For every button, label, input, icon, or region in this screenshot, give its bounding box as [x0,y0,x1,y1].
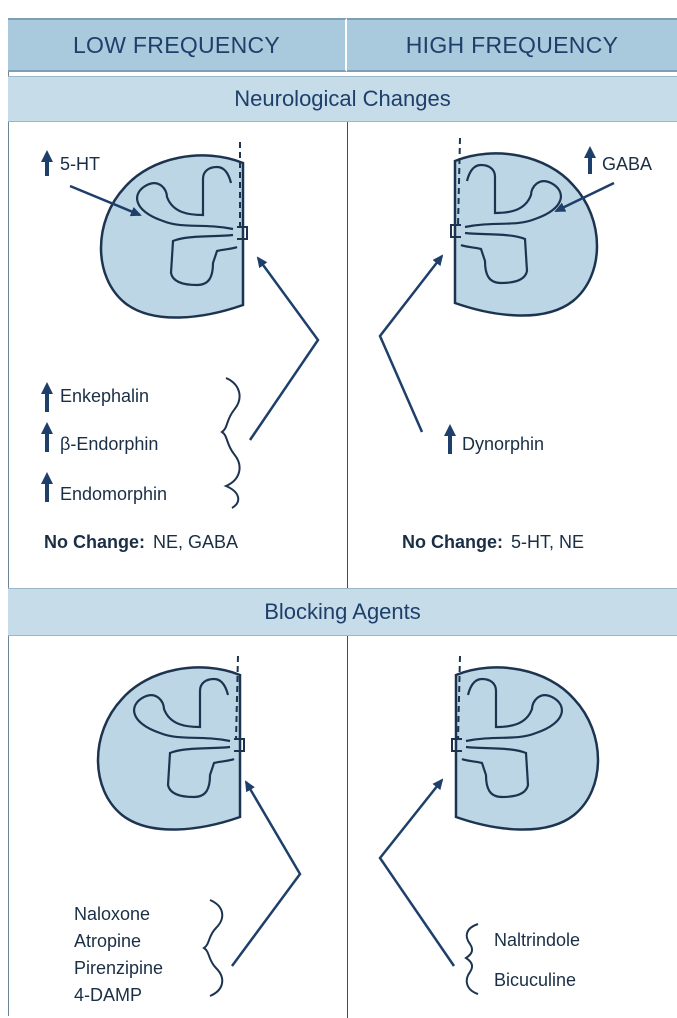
no-change-low: No Change: NE, GABA [44,532,238,553]
up-arrow-icon [41,150,53,502]
agent-atropine: Atropine [74,931,141,952]
curly-brace-icon [204,900,222,996]
label-5ht: 5-HT [60,154,100,175]
label-dynorphin: Dynorphin [462,434,544,455]
pointer-arrow-icon [380,256,442,432]
label-beta-endorphin: β-Endorphin [60,434,158,455]
no-change-high: No Change: 5-HT, NE [402,532,584,553]
label-enkephalin: Enkephalin [60,386,149,407]
agent-bicuculine: Bicuculine [494,970,576,991]
no-change-label: No Change: [44,532,145,552]
agent-naloxone: Naloxone [74,904,150,925]
pointer-arrow-icon [250,258,318,440]
agent-4-damp: 4-DAMP [74,985,142,1006]
spinal-cord-icon [451,153,597,315]
agent-naltrindole: Naltrindole [494,930,580,951]
no-change-value: 5-HT, NE [511,532,584,552]
pointer-arrow-icon [380,780,454,966]
spinal-cord-icon [98,667,244,829]
spinal-cord-icon [101,155,247,317]
curly-brace-icon [466,924,478,994]
label-endomorphin: Endomorphin [60,484,167,505]
label-gaba: GABA [602,154,652,175]
no-change-value: NE, GABA [153,532,238,552]
no-change-label: No Change: [402,532,503,552]
curly-brace-icon [222,378,240,508]
pointer-arrow-icon [232,782,300,966]
spinal-cord-icon [452,667,598,829]
agent-pirenzipine: Pirenzipine [74,958,163,979]
